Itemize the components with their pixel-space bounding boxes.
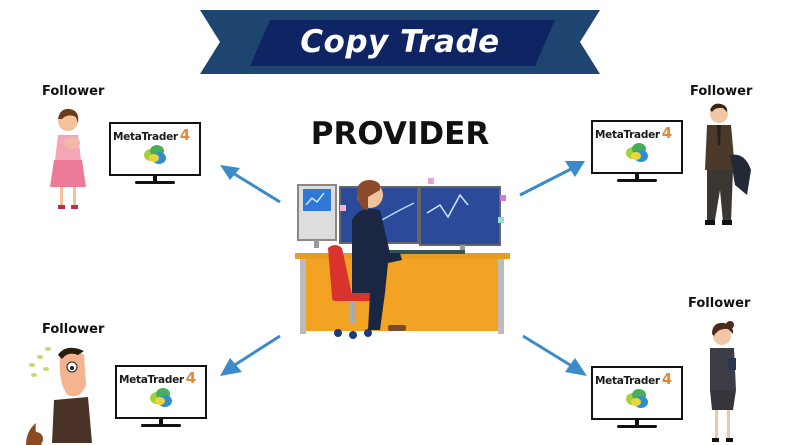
provider-title: PROVIDER bbox=[310, 116, 490, 152]
follower-businesswoman-icon bbox=[710, 321, 736, 442]
follower-label-top-right: Follower bbox=[690, 84, 753, 99]
metatrader-logo-icon bbox=[626, 143, 648, 162]
platform-version: 4 bbox=[179, 126, 190, 144]
platform-version: 4 bbox=[661, 124, 672, 142]
banner-title: Copy Trade bbox=[300, 24, 500, 60]
metatrader-logo-icon bbox=[144, 145, 166, 164]
arrow-to-bottom-right-follower bbox=[522, 334, 587, 376]
provider-illustration bbox=[290, 165, 515, 345]
platform-name: MetaTrader bbox=[595, 129, 660, 141]
follower-label-bottom-right: Follower bbox=[688, 296, 751, 311]
arrow-to-top-right-follower bbox=[519, 161, 585, 197]
arrow-to-bottom-left-follower bbox=[220, 334, 281, 376]
follower-label-top-left: Follower bbox=[42, 84, 105, 99]
ribbon-icon bbox=[200, 10, 600, 74]
platform-version: 4 bbox=[661, 370, 672, 388]
platform-name: MetaTrader bbox=[595, 375, 660, 387]
copy-trade-banner: Copy Trade bbox=[200, 4, 600, 76]
follower-label-bottom-left: Follower bbox=[42, 322, 105, 337]
follower-businessman-icon bbox=[705, 103, 751, 225]
metatrader-logo-icon bbox=[626, 389, 648, 408]
platform-name: MetaTrader bbox=[113, 131, 178, 143]
platform-version: 4 bbox=[185, 369, 196, 387]
arrow-to-top-left-follower bbox=[220, 165, 281, 204]
platform-name: MetaTrader bbox=[119, 374, 184, 386]
follower-woman-with-baby-icon bbox=[50, 108, 86, 209]
metatrader-logo-icon bbox=[150, 388, 172, 407]
follower-happy-man-with-money-icon bbox=[26, 347, 92, 445]
